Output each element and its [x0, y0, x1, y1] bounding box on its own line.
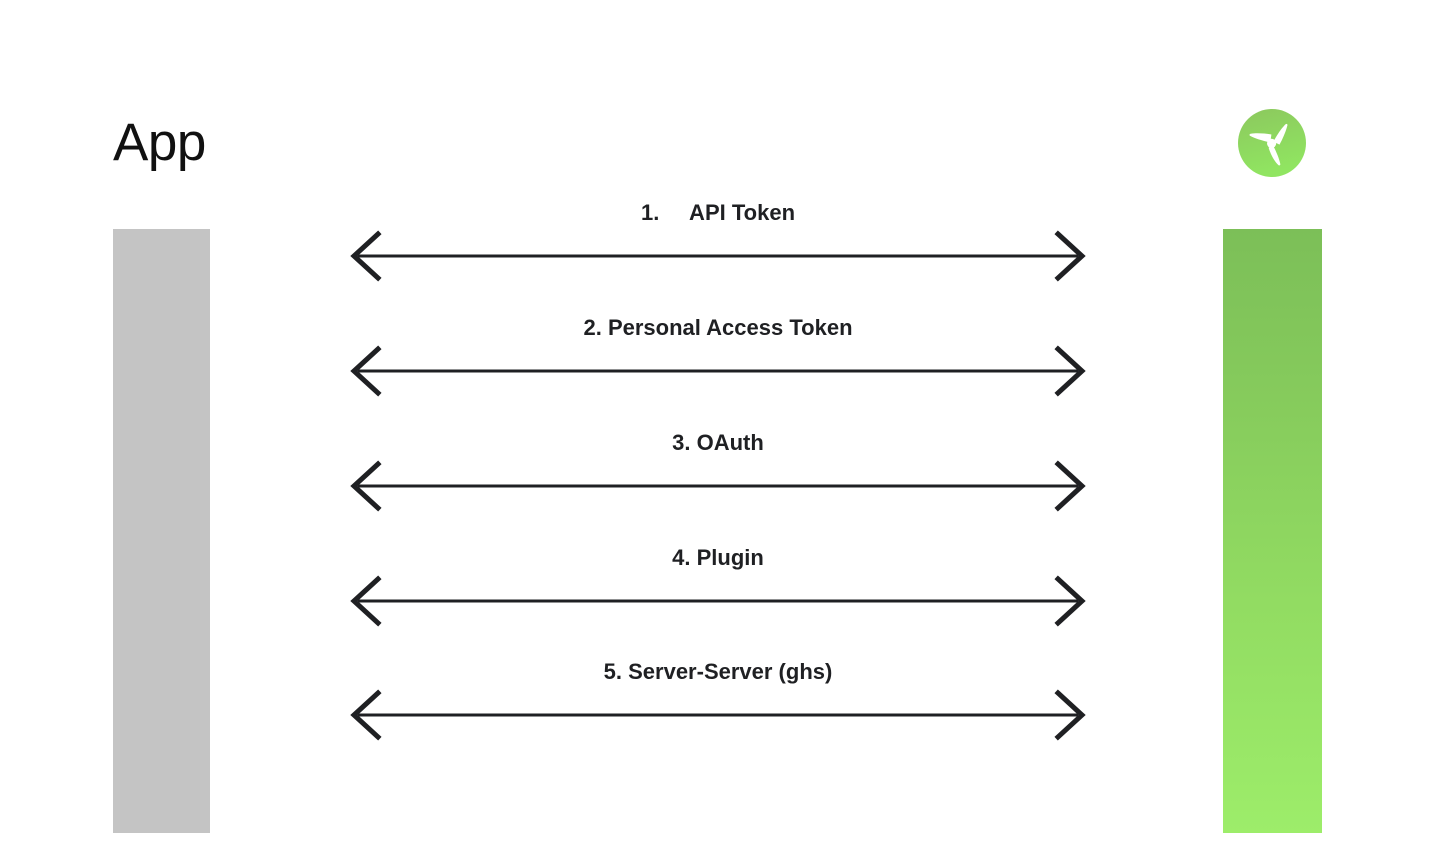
message-label: 5. Server-Server (ghs) [603, 659, 833, 684]
actor-right-lifeline [1223, 229, 1322, 833]
message-row: 2. Personal Access Token [344, 313, 1092, 397]
bidirectional-arrow-icon [350, 345, 1086, 397]
page-title: App [113, 113, 206, 172]
message-label: 4. Plugin [672, 545, 764, 570]
message-row: 1. API Token [344, 198, 1092, 282]
message-row: 3. OAuth [344, 428, 1092, 512]
message-row: 4. Plugin [344, 543, 1092, 627]
turbine-propeller-logo-icon [1237, 108, 1307, 178]
bidirectional-arrow-icon [350, 460, 1086, 512]
message-label: 1. API Token [640, 200, 796, 225]
bidirectional-arrow-icon [350, 575, 1086, 627]
message-label: 3. OAuth [672, 430, 764, 455]
actor-left-lifeline [113, 229, 210, 833]
bidirectional-arrow-icon [350, 230, 1086, 282]
message-label: 2. Personal Access Token [583, 315, 853, 340]
message-row: 5. Server-Server (ghs) [344, 657, 1092, 741]
bidirectional-arrow-icon [350, 689, 1086, 741]
